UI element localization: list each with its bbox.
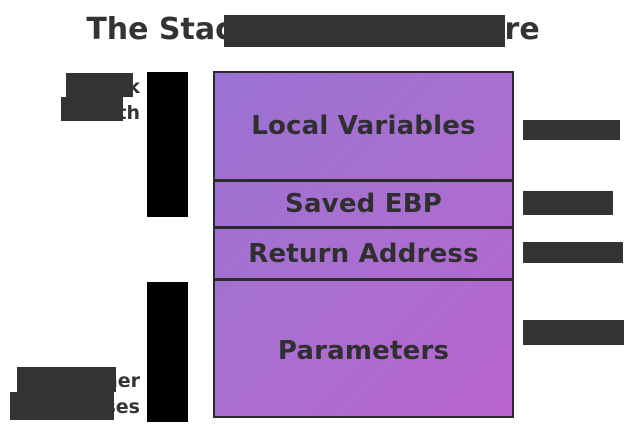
stack-row-local-variables: Local Variables <box>215 73 512 182</box>
right-annotation-redaction-1 <box>523 191 613 215</box>
stack-row-parameters-label: Parameters <box>277 335 450 366</box>
higher-addresses-arrow-icon <box>147 282 188 422</box>
stack-row-return-address-label: Return Address <box>248 238 479 269</box>
stack-growth-arrow-icon <box>147 72 188 217</box>
stack-row-parameters: Parameters <box>215 281 512 420</box>
right-annotation-redaction-2 <box>523 242 623 263</box>
right-annotation-label-0 <box>0 0 1 1</box>
stack-growth-redaction-block-2 <box>61 97 123 121</box>
higher-addresses-redaction-block-1 <box>17 367 116 392</box>
title-redaction-block <box>224 15 505 47</box>
stack-frame-container: Local Variables Saved EBP Return Address… <box>213 71 514 418</box>
right-annotation-label-3 <box>0 0 1 1</box>
right-annotation-label-2 <box>0 0 1 1</box>
stack-row-saved-ebp-label: Saved EBP <box>285 189 442 219</box>
right-annotation-redaction-0 <box>523 120 620 140</box>
higher-addresses-redaction-block-2 <box>10 392 114 420</box>
right-annotation-label-1 <box>0 0 1 1</box>
stack-row-local-variables-label: Local Variables <box>251 111 476 141</box>
stack-growth-redaction-block-1 <box>66 73 133 97</box>
stack-row-saved-ebp: Saved EBP <box>215 182 512 229</box>
right-annotation-redaction-3 <box>523 320 624 345</box>
stack-row-return-address: Return Address <box>215 229 512 281</box>
